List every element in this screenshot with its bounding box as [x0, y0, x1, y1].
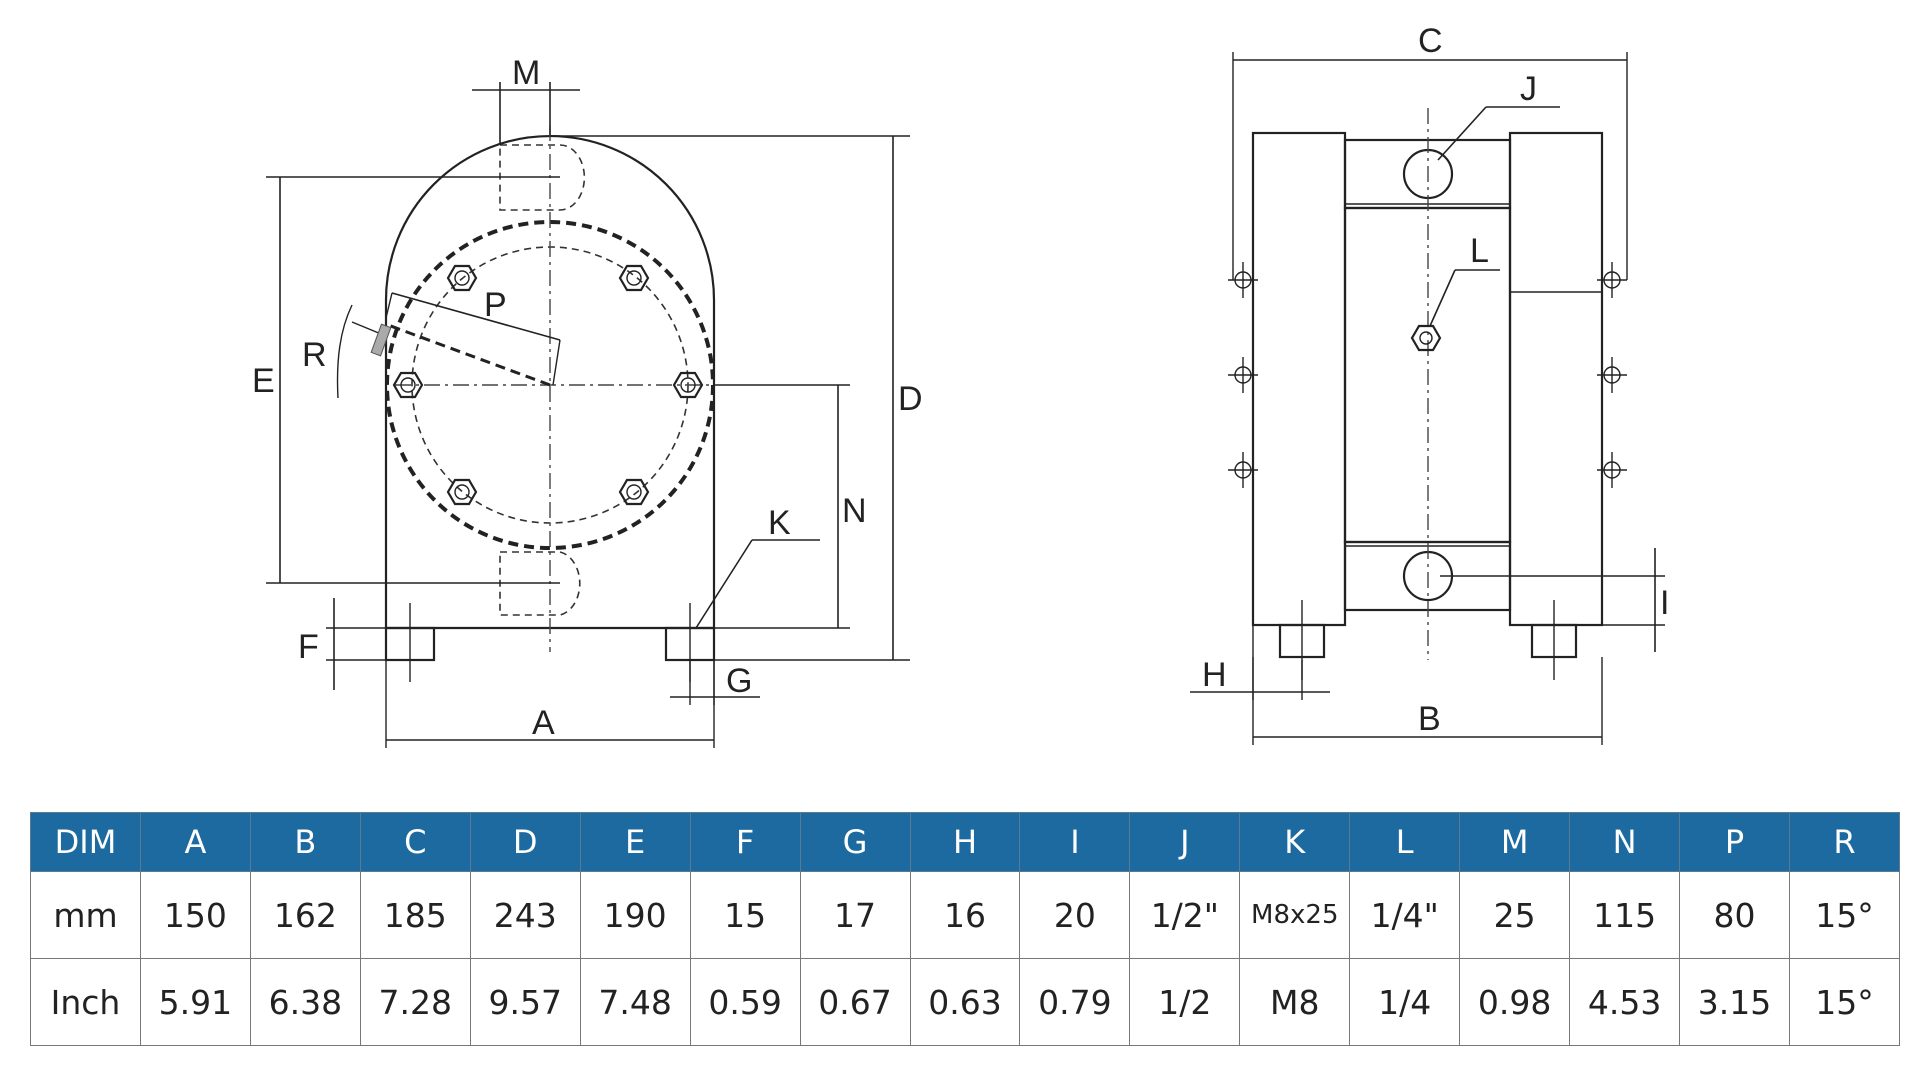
table-cell: 7.48 — [579, 958, 691, 1046]
header-cell: C — [359, 812, 471, 872]
header-cell: G — [799, 812, 911, 872]
table-header-row: DIM A B C D E F G H I J K L M N P R — [30, 812, 1900, 872]
dim-label-c: C — [1418, 22, 1443, 60]
table-cell: 190 — [579, 871, 691, 959]
dim-label-e: E — [252, 362, 275, 400]
side-view — [1190, 52, 1665, 745]
table-cell: 80 — [1679, 871, 1790, 959]
table-cell: 0.59 — [689, 958, 801, 1046]
table-cell: 1/4 — [1349, 958, 1461, 1046]
header-cell: D — [469, 812, 581, 872]
table-cell: 15° — [1789, 871, 1900, 959]
table-cell: 0.67 — [799, 958, 911, 1046]
table-cell: 1/2 — [1129, 958, 1241, 1046]
dim-label-d: D — [898, 380, 923, 418]
table-cell: 0.98 — [1459, 958, 1571, 1046]
table-row-mm: mm 150 162 185 243 190 15 17 16 20 1/2" … — [30, 871, 1900, 959]
dim-label-r: R — [302, 336, 327, 374]
table-cell: Inch — [30, 958, 141, 1046]
technical-drawing: M P R E D N K F G A C J L I H B — [252, 22, 1669, 748]
bolt-group-side — [1228, 262, 1627, 488]
header-cell: F — [689, 812, 801, 872]
front-view — [266, 82, 910, 748]
table-cell: 6.38 — [249, 958, 361, 1046]
header-cell: H — [909, 812, 1021, 872]
dim-label-n: N — [842, 492, 867, 530]
header-cell: A — [139, 812, 251, 872]
header-cell: I — [1019, 812, 1131, 872]
dim-label-b: B — [1418, 700, 1441, 738]
table-cell: 0.79 — [1019, 958, 1131, 1046]
table-cell: 7.28 — [359, 958, 471, 1046]
table-cell: 15 — [689, 871, 801, 959]
table-cell: 0.63 — [909, 958, 1021, 1046]
top-port-hidden — [499, 144, 586, 211]
table-cell: 20 — [1019, 871, 1131, 959]
bottom-port-hidden — [499, 551, 581, 616]
dim-label-a: A — [532, 704, 555, 742]
table-cell: 15° — [1789, 958, 1900, 1046]
table-cell: 115 — [1569, 871, 1681, 959]
dim-label-i: I — [1660, 584, 1669, 622]
table-cell: 150 — [139, 871, 251, 959]
table-cell: mm — [30, 871, 141, 959]
header-cell: M — [1459, 812, 1571, 872]
air-valve-plug — [1410, 324, 1442, 352]
header-cell: E — [579, 812, 691, 872]
dim-label-h: H — [1202, 656, 1227, 694]
side-chamber-left — [1251, 131, 1347, 627]
radius-line-p — [387, 323, 551, 387]
dim-label-g: G — [726, 662, 752, 700]
diaphragm-outer-circle — [385, 220, 715, 550]
table-cell: 25 — [1459, 871, 1571, 959]
table-cell: 4.53 — [1569, 958, 1681, 1046]
table-cell: 162 — [249, 871, 361, 959]
dim-label-p: P — [484, 286, 507, 324]
header-cell: N — [1569, 812, 1681, 872]
table-cell: 3.15 — [1679, 958, 1790, 1046]
table-row-inch: Inch 5.91 6.38 7.28 9.57 7.48 0.59 0.67 … — [30, 958, 1900, 1046]
dim-label-m: M — [512, 54, 540, 92]
table-cell: 1/2" — [1129, 871, 1241, 959]
table-cell: 16 — [909, 871, 1021, 959]
table-cell: 185 — [359, 871, 471, 959]
header-cell: L — [1349, 812, 1461, 872]
dim-label-k: K — [768, 504, 791, 542]
dim-label-j: J — [1520, 70, 1537, 108]
header-cell: J — [1129, 812, 1241, 872]
dimension-labels: M P R E D N K F G A C J L I H B — [252, 22, 1669, 742]
dimension-table: DIM A B C D E F G H I J K L M N P R mm 1… — [30, 812, 1900, 1046]
header-cell: R — [1789, 812, 1900, 872]
table-cell: M8x25 — [1239, 871, 1351, 959]
dim-label-l: L — [1470, 232, 1489, 270]
bolt-group-front — [392, 264, 704, 506]
header-cell: P — [1679, 812, 1790, 872]
header-cell: K — [1239, 812, 1351, 872]
table-cell: M8 — [1239, 958, 1351, 1046]
header-cell: DIM — [30, 812, 141, 872]
table-cell: 5.91 — [139, 958, 251, 1046]
table-cell: 1/4" — [1349, 871, 1461, 959]
side-chamber-right — [1508, 131, 1604, 627]
table-cell: 9.57 — [469, 958, 581, 1046]
table-cell: 243 — [469, 871, 581, 959]
header-cell: B — [249, 812, 361, 872]
table-cell: 17 — [799, 871, 911, 959]
dim-label-f: F — [298, 628, 319, 666]
